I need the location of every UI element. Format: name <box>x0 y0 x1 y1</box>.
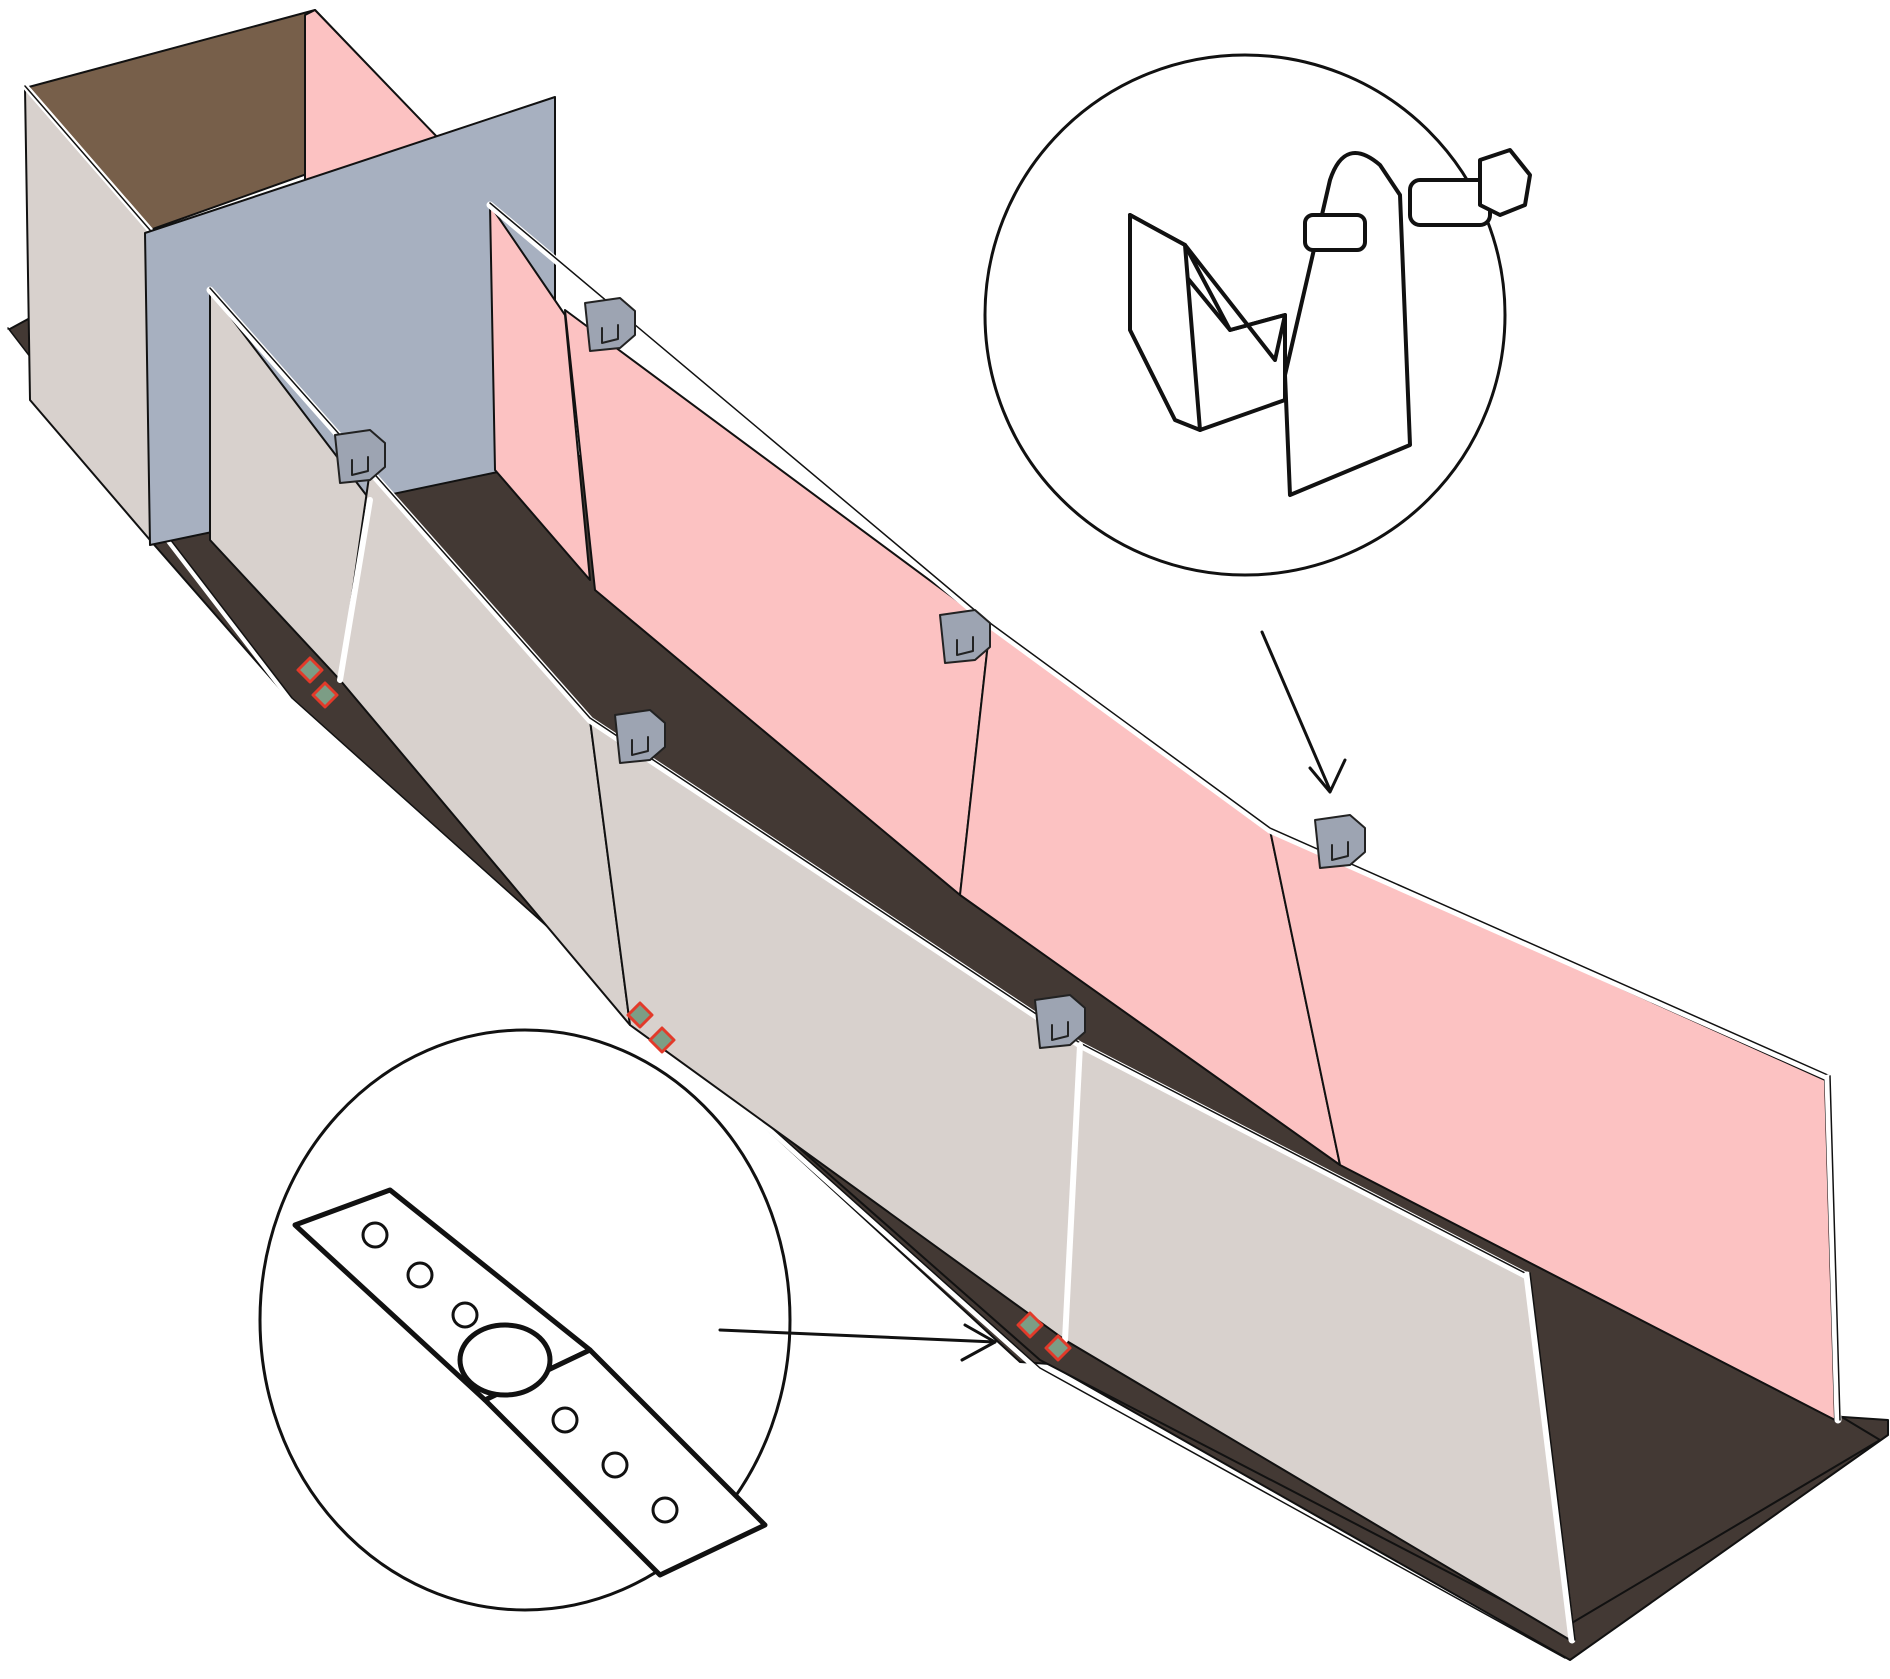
far-wall <box>486 201 1842 1424</box>
clamp-5 <box>1034 994 1086 1049</box>
hinges <box>296 656 1072 1362</box>
clamp-4 <box>939 609 991 664</box>
clamp-2 <box>584 297 636 352</box>
clamps <box>334 297 1366 1049</box>
hinge-icon <box>292 1187 768 1578</box>
hinge-1 <box>296 656 324 684</box>
hinge-2 <box>311 681 339 709</box>
clamp-6 <box>1314 814 1366 869</box>
c-clamp-icon <box>1128 148 1532 497</box>
hinge-3 <box>626 1001 654 1029</box>
clamp-3 <box>614 709 666 764</box>
clamp-detail-callout <box>983 53 1532 794</box>
near-wall <box>206 286 1576 1644</box>
clamp-1 <box>334 429 386 484</box>
hinge-detail-callout <box>258 1028 997 1612</box>
hinge-5 <box>1016 1311 1044 1339</box>
hinge-4 <box>648 1026 676 1054</box>
pink-panel-1 <box>489 204 591 581</box>
hinge-6 <box>1044 1334 1072 1362</box>
